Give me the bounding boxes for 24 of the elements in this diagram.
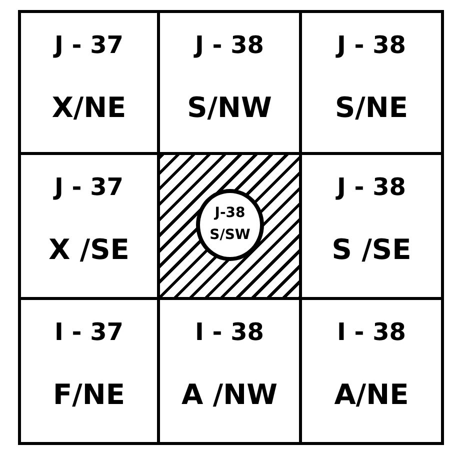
zone-code: A/NE (333, 378, 410, 411)
zone-code: S/NE (334, 91, 409, 124)
zone-code: X /SE (48, 233, 130, 266)
grid-cell (18, 297, 160, 445)
zone-code: S/NW (186, 91, 273, 124)
grid-reference: J - 38 (334, 31, 407, 59)
grid-reference: J - 38 (192, 31, 265, 59)
hatched-cell (157, 152, 302, 300)
zone-code: A /NW (180, 378, 278, 411)
zone-code: S /SE (330, 233, 412, 266)
grid-cell (299, 10, 444, 155)
zone-code: X/NE (50, 91, 128, 124)
grid-reference: J - 37 (52, 31, 124, 59)
grid-reference: I - 38 (194, 318, 265, 346)
grid-reference: J - 38 (334, 173, 407, 201)
grid-reference: I - 38 (336, 318, 407, 346)
zone-code: F/NE (52, 378, 126, 411)
grid-reference: I - 37 (54, 318, 124, 346)
grid-reference: J-38 (213, 205, 246, 221)
zone-code: S/SW (208, 227, 252, 243)
circle-marker (196, 189, 264, 261)
grid-cell (299, 297, 444, 445)
grid-reference: J - 37 (52, 173, 124, 201)
grid-cell (18, 10, 160, 155)
